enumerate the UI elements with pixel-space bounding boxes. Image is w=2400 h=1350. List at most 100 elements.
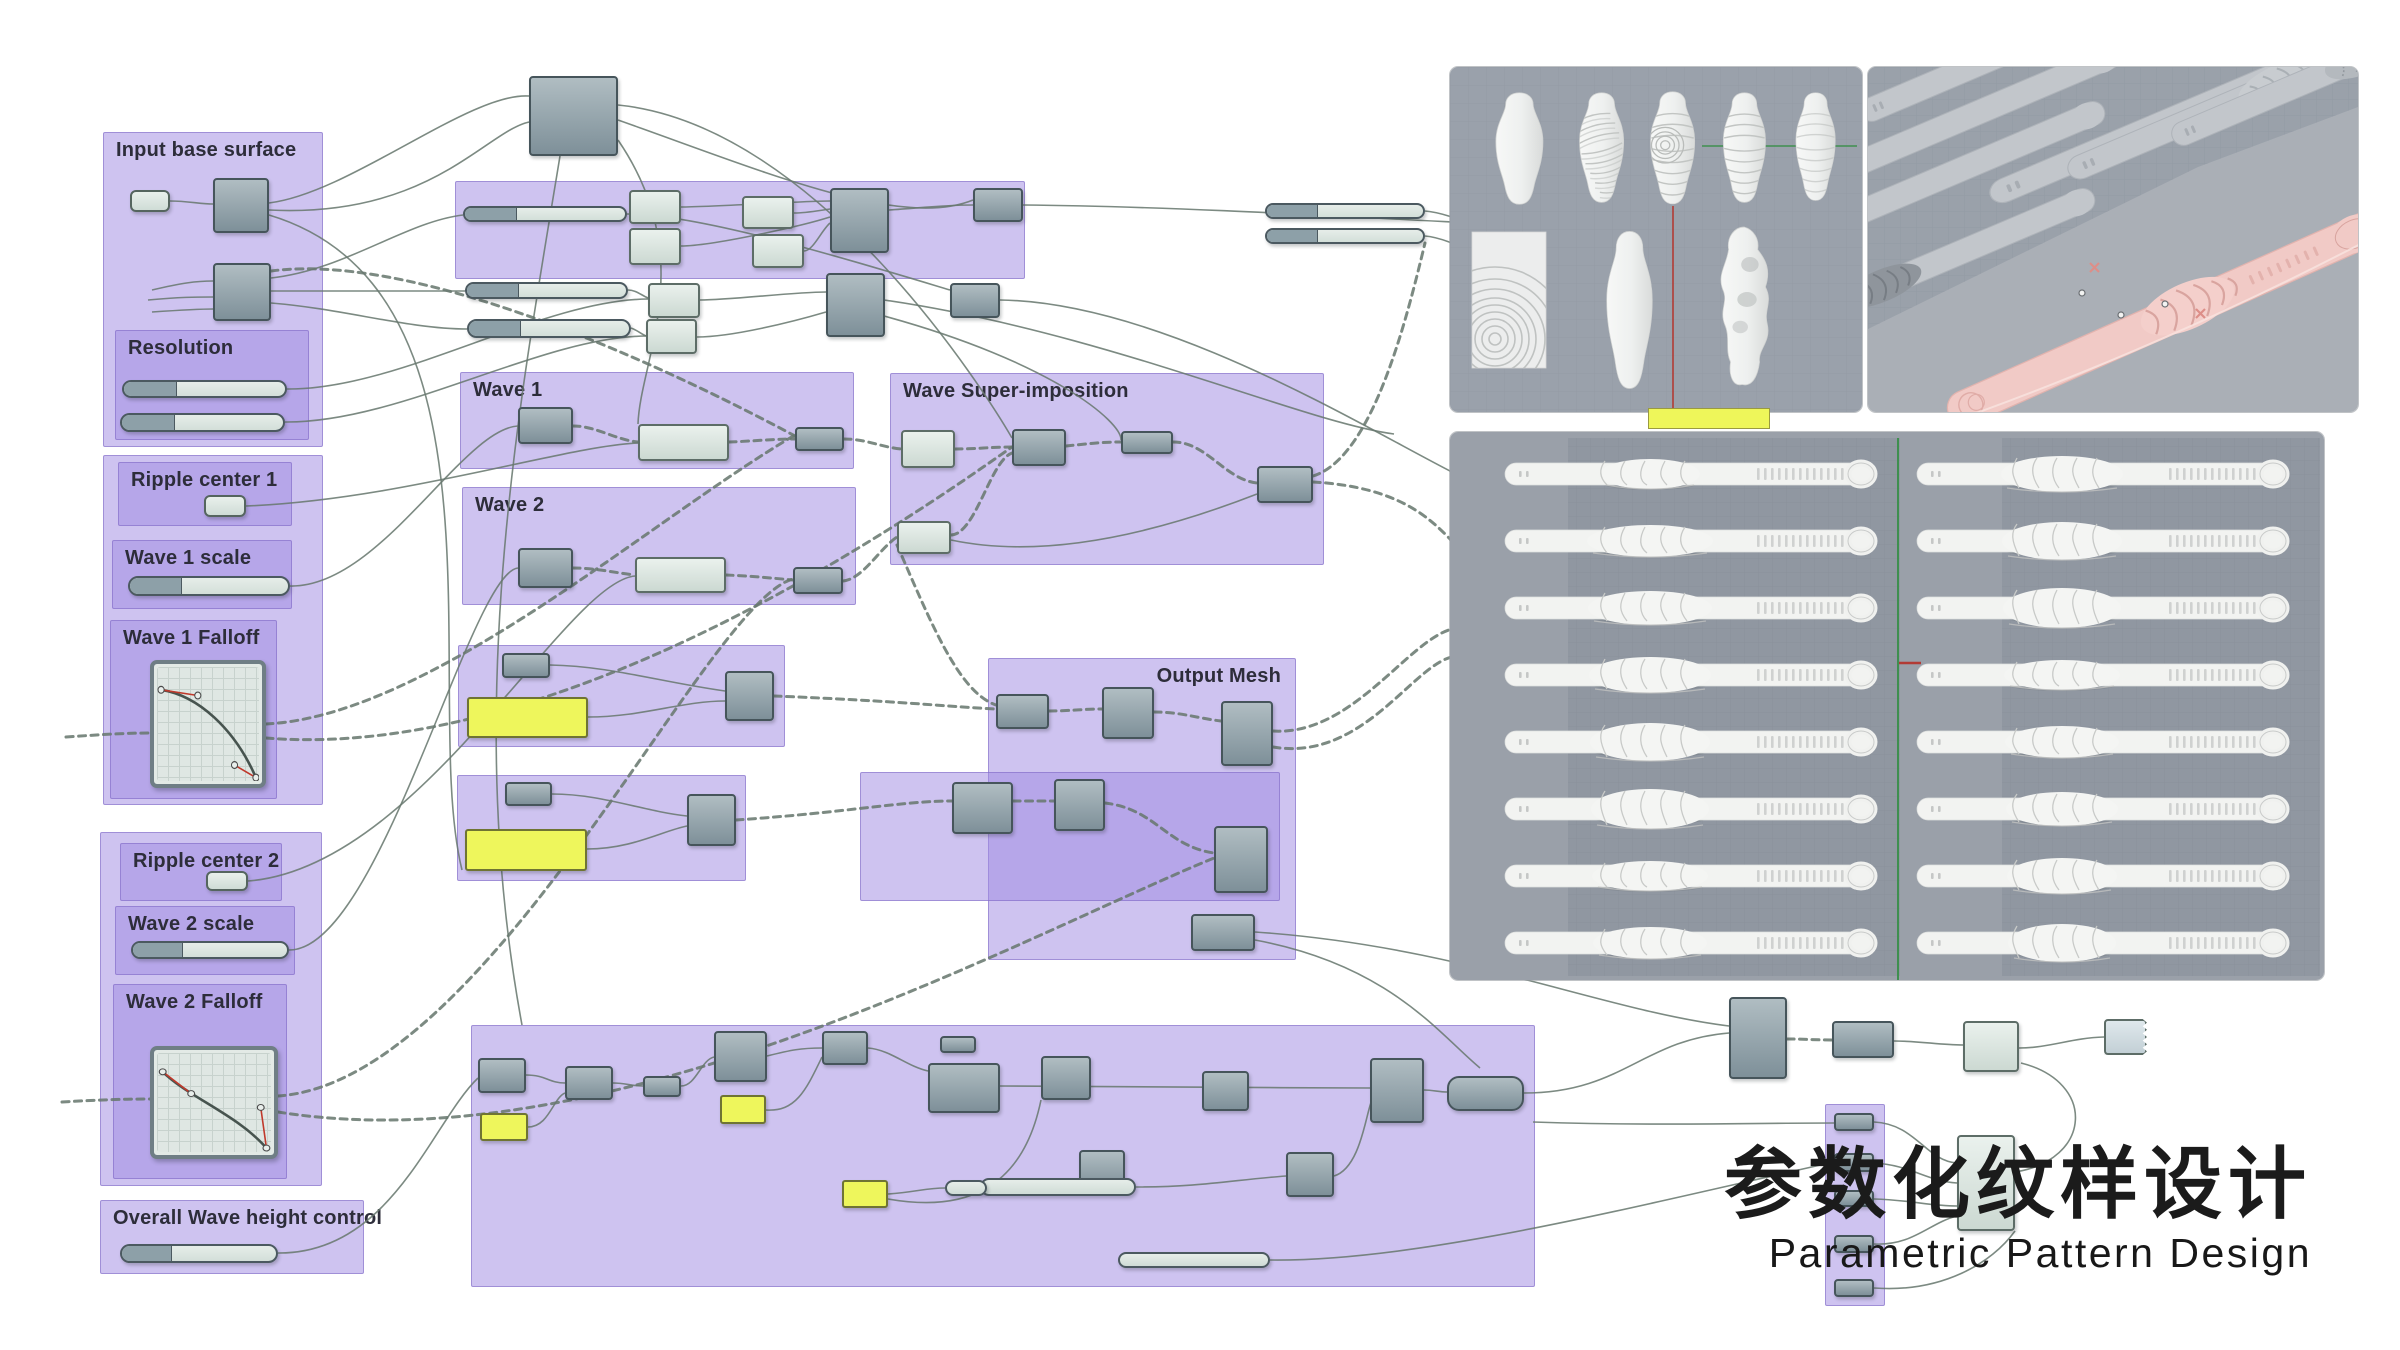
component-node-light[interactable] xyxy=(646,319,697,354)
graph-mapper[interactable] xyxy=(150,660,266,788)
group-label-wave-1-falloff: Wave 1 Falloff xyxy=(123,627,260,649)
component-node[interactable] xyxy=(518,407,573,444)
data-panel[interactable] xyxy=(480,1113,528,1141)
panel-bar[interactable] xyxy=(980,1178,1136,1196)
component-node[interactable] xyxy=(1834,1153,1874,1172)
component-node-light[interactable] xyxy=(1963,1021,2019,1072)
component-node[interactable] xyxy=(529,76,618,156)
band-variant-ring-ripple xyxy=(1650,91,1696,205)
watch-strap xyxy=(1916,660,2290,691)
group-label-wave-2: Wave 2 xyxy=(475,494,545,516)
component-node[interactable] xyxy=(213,178,269,233)
component-node-light[interactable] xyxy=(638,424,729,461)
group-label-wave-1-scale: Wave 1 scale xyxy=(125,547,252,569)
panel-bar[interactable] xyxy=(1118,1252,1270,1268)
rendered-straps-image xyxy=(1868,67,2358,412)
value-button[interactable] xyxy=(204,495,246,517)
component-node[interactable] xyxy=(478,1058,526,1093)
data-panel[interactable] xyxy=(465,829,587,871)
component-node[interactable] xyxy=(1202,1071,1249,1111)
number-slider[interactable] xyxy=(467,319,631,338)
component-node[interactable] xyxy=(1257,466,1313,503)
component-node[interactable] xyxy=(714,1031,767,1082)
component-node[interactable] xyxy=(950,283,1000,318)
data-panel[interactable] xyxy=(467,697,588,738)
component-node[interactable] xyxy=(565,1066,613,1100)
component-node[interactable] xyxy=(928,1063,1000,1113)
component-node[interactable] xyxy=(830,188,889,253)
viewport-shaded-preview[interactable] xyxy=(1450,67,1862,412)
component-node[interactable] xyxy=(1834,1190,1874,1207)
component-node-light[interactable] xyxy=(742,196,794,229)
number-slider[interactable] xyxy=(463,206,627,222)
component-node[interactable] xyxy=(1834,1113,1874,1131)
group-wave-1-scale[interactable]: Wave 1 scale xyxy=(112,540,292,609)
component-node[interactable] xyxy=(725,671,774,721)
component-node[interactable] xyxy=(1221,701,1273,766)
panel-bar[interactable] xyxy=(945,1180,987,1196)
component-node-light[interactable] xyxy=(1957,1135,2015,1231)
component-node[interactable] xyxy=(1214,826,1268,893)
component-node[interactable] xyxy=(1834,1235,1874,1253)
component-node[interactable] xyxy=(1834,1279,1874,1297)
number-slider[interactable] xyxy=(1265,203,1425,219)
group-top-mid[interactable] xyxy=(455,181,1025,279)
component-node[interactable] xyxy=(793,567,843,594)
component-node-light[interactable] xyxy=(752,234,804,268)
component-node[interactable] xyxy=(826,273,885,337)
value-button[interactable] xyxy=(206,871,248,891)
group-ripple-center-2[interactable]: Ripple center 2 xyxy=(120,843,282,901)
component-node[interactable] xyxy=(1286,1152,1334,1197)
data-panel[interactable] xyxy=(842,1180,888,1208)
group-ripple-center-1[interactable]: Ripple center 1 xyxy=(118,462,292,526)
component-node[interactable] xyxy=(1729,997,1787,1079)
component-node[interactable] xyxy=(1447,1076,1524,1111)
component-node[interactable] xyxy=(1102,687,1154,739)
component-node[interactable] xyxy=(996,694,1049,729)
component-node-light[interactable] xyxy=(635,557,726,593)
component-node[interactable] xyxy=(1041,1056,1091,1100)
component-node[interactable] xyxy=(518,548,573,588)
number-slider[interactable] xyxy=(122,380,287,398)
selected-view-tab-highlight[interactable] xyxy=(1648,408,1770,429)
component-node-light[interactable] xyxy=(629,228,681,265)
graph-mapper[interactable] xyxy=(150,1046,278,1159)
component-node[interactable] xyxy=(1832,1021,1894,1058)
component-node[interactable] xyxy=(1121,431,1173,454)
component-node[interactable] xyxy=(505,782,552,806)
component-node[interactable] xyxy=(502,653,550,678)
component-node[interactable] xyxy=(687,794,736,846)
component-node-light[interactable] xyxy=(648,283,700,318)
number-slider[interactable] xyxy=(1265,228,1425,244)
component-node-light[interactable] xyxy=(897,521,951,554)
component-node[interactable] xyxy=(1370,1058,1424,1123)
viewport-strap-variations[interactable] xyxy=(1450,432,2324,980)
component-node[interactable] xyxy=(822,1031,868,1065)
data-panel[interactable] xyxy=(720,1095,766,1124)
number-slider[interactable] xyxy=(131,941,289,959)
number-slider[interactable] xyxy=(465,282,628,299)
component-node[interactable] xyxy=(795,427,844,451)
value-button[interactable] xyxy=(130,190,170,212)
number-slider[interactable] xyxy=(128,576,290,596)
wire xyxy=(1785,1037,1834,1042)
group-wave-2-scale[interactable]: Wave 2 scale xyxy=(115,906,295,975)
number-slider[interactable] xyxy=(120,413,285,432)
scribble-node[interactable] xyxy=(2104,1019,2147,1055)
viewport-rendered-straps[interactable] xyxy=(1868,67,2358,412)
component-node[interactable] xyxy=(940,1036,976,1053)
component-node[interactable] xyxy=(1012,429,1066,466)
component-node[interactable] xyxy=(952,782,1013,834)
component-node[interactable] xyxy=(643,1076,681,1097)
component-node-light[interactable] xyxy=(629,190,681,224)
group-label-wave-superimposition: Wave Super-imposition xyxy=(903,380,1129,402)
group-label-ripple-center-1: Ripple center 1 xyxy=(131,469,278,491)
component-node[interactable] xyxy=(1191,914,1255,951)
number-slider[interactable] xyxy=(120,1244,278,1263)
component-node[interactable] xyxy=(213,263,271,321)
component-node-light[interactable] xyxy=(901,430,955,468)
component-node[interactable] xyxy=(973,188,1023,222)
component-node[interactable] xyxy=(1054,779,1105,831)
wire xyxy=(1424,210,1453,218)
